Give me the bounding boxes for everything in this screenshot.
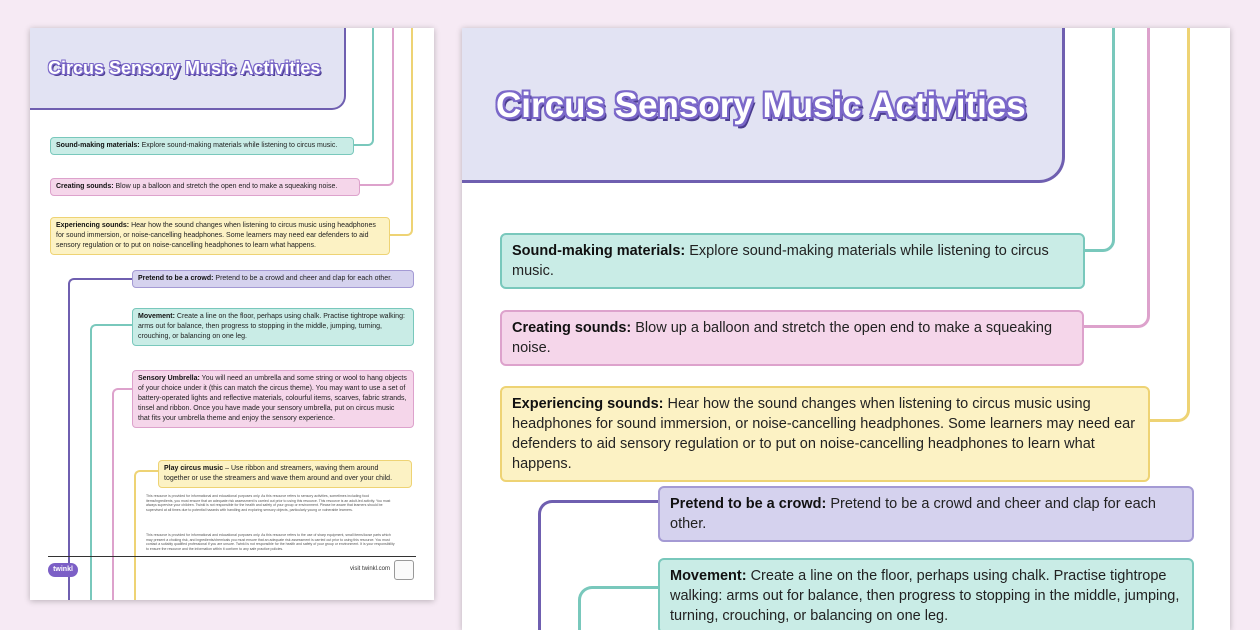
connector-purple <box>68 278 132 600</box>
activity-sound-making-zoomed: Sound-making materials: Explore sound-ma… <box>500 233 1085 289</box>
activity-sensory-umbrella: Sensory Umbrella: You will need an umbre… <box>132 370 414 428</box>
activity-movement-zoomed: Movement: Create a line on the floor, pe… <box>658 558 1194 630</box>
quality-seal-icon <box>394 560 414 580</box>
connector-teal-zoomed <box>1065 28 1115 252</box>
worksheet-zoomed: Circus Sensory Music Activities Sound-ma… <box>462 28 1230 630</box>
activity-movement: Movement: Create a line on the floor, pe… <box>132 308 414 346</box>
twinkl-logo: twinkl <box>48 563 78 577</box>
activity-experiencing-sounds-zoomed: Experiencing sounds: Hear how the sound … <box>500 386 1150 482</box>
connector-yellow-zoomed <box>1102 28 1190 422</box>
page-title-zoomed: Circus Sensory Music Activities <box>496 86 1026 125</box>
connector-pink-left <box>112 388 132 600</box>
connector-yellow <box>380 28 413 236</box>
connector-teal-left-zoomed <box>578 586 658 630</box>
header-panel-zoomed <box>462 28 1065 183</box>
page-title: Circus Sensory Music Activities <box>48 58 321 78</box>
activity-creating-sounds: Creating sounds: Blow up a balloon and s… <box>50 178 360 196</box>
connector-pink-zoomed <box>1082 28 1150 328</box>
connector-yellow-left <box>134 470 160 600</box>
disclaimer-text-1: This resource is provided for informatio… <box>146 494 391 512</box>
disclaimer-text-2: This resource is provided for informatio… <box>146 533 395 551</box>
activity-pretend-crowd-zoomed: Pretend to be a crowd: Pretend to be a c… <box>658 486 1194 542</box>
activity-play-circus-music: Play circus music – Use ribbon and strea… <box>158 460 412 488</box>
connector-purple-zoomed <box>538 500 658 630</box>
connector-teal-left <box>90 324 132 600</box>
connector-pink <box>360 28 394 186</box>
activity-pretend-crowd: Pretend to be a crowd: Pretend to be a c… <box>132 270 414 288</box>
connector-teal <box>344 28 374 146</box>
activity-experiencing-sounds: Experiencing sounds: Hear how the sound … <box>50 217 390 255</box>
activity-creating-sounds-zoomed: Creating sounds: Blow up a balloon and s… <box>500 310 1084 366</box>
header-panel <box>30 28 346 110</box>
worksheet-thumbnail: Circus Sensory Music Activities Sound-ma… <box>30 28 434 600</box>
activity-sound-making: Sound-making materials: Explore sound-ma… <box>50 137 354 155</box>
footer-divider <box>48 556 416 557</box>
footer-url: visit twinkl.com <box>350 566 391 572</box>
